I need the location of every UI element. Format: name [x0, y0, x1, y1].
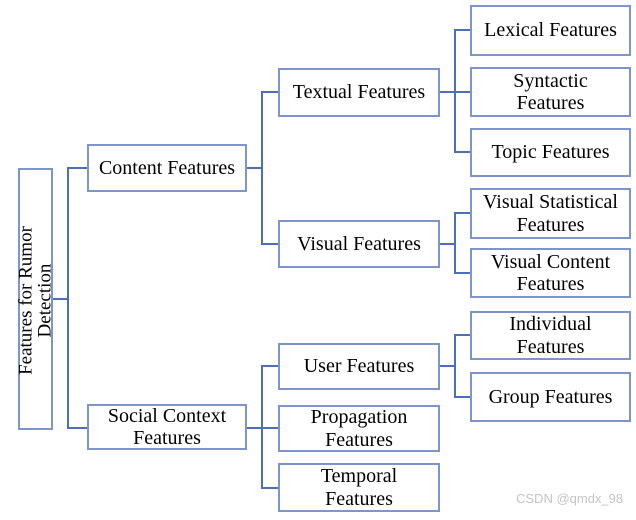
node-visual-statistical-features: Visual Statistical Features — [470, 188, 631, 239]
connector-line — [261, 243, 278, 245]
connector-line — [454, 396, 470, 398]
node-propagation-features: Propagation Features — [278, 405, 440, 452]
node-individual-features: Individual Features — [470, 311, 631, 360]
connector-line — [67, 167, 69, 429]
node-label: Content Features — [98, 156, 236, 179]
connector-line — [454, 212, 456, 274]
connector-line — [454, 212, 470, 214]
csdn-watermark: CSDN @qmdx_98 — [516, 491, 624, 506]
node-label: Lexical Features — [484, 19, 617, 42]
node-label: User Features — [303, 355, 415, 378]
connector-line — [261, 487, 278, 489]
connector-line — [67, 167, 87, 169]
connector-line — [261, 427, 278, 429]
node-label: Topic Features — [491, 141, 610, 164]
node-group-features: Group Features — [470, 372, 631, 422]
connector-line — [454, 272, 470, 274]
connector-line — [440, 365, 456, 367]
connector-line — [261, 365, 278, 367]
node-textual-features: Textual Features — [278, 68, 440, 117]
connector-line — [261, 91, 263, 245]
node-visual-features: Visual Features — [278, 220, 440, 268]
node-features-for-rumor-detection: Features for Rumor Detection — [15, 168, 55, 430]
connector-line — [454, 151, 470, 153]
node-user-features: User Features — [278, 343, 440, 390]
node-label: Features for Rumor Detection — [15, 226, 55, 375]
connector-line — [440, 243, 456, 245]
node-label: Social Context Features — [107, 404, 227, 449]
node-label: Textual Features — [292, 81, 426, 104]
node-label: Individual Features — [509, 313, 592, 358]
node-label: Propagation Features — [310, 406, 408, 451]
node-label: Visual Features — [297, 232, 421, 255]
node-label: Syntactic Features — [513, 69, 588, 114]
node-label: Temporal Features — [320, 465, 398, 510]
connector-line — [247, 167, 263, 169]
connector-line — [454, 29, 470, 31]
connector-line — [440, 91, 456, 93]
connector-line — [454, 91, 470, 93]
connector-line — [247, 427, 263, 429]
node-label: Group Features — [488, 385, 613, 408]
node-label: Visual Statistical Features — [483, 191, 618, 236]
connector-line — [261, 91, 278, 93]
node-syntactic-features: Syntactic Features — [470, 67, 631, 117]
connector-line — [53, 298, 69, 300]
node-lexical-features: Lexical Features — [470, 5, 631, 56]
node-temporal-features: Temporal Features — [278, 463, 440, 512]
node-visual-content-features: Visual Content Features — [470, 248, 631, 298]
node-label: Visual Content Features — [490, 250, 611, 295]
node-content-features: Content Features — [87, 144, 247, 192]
connector-line — [454, 334, 470, 336]
node-topic-features: Topic Features — [470, 128, 631, 177]
connector-line — [454, 334, 456, 398]
connector-line — [67, 427, 87, 429]
node-social-context-features: Social Context Features — [87, 404, 247, 450]
